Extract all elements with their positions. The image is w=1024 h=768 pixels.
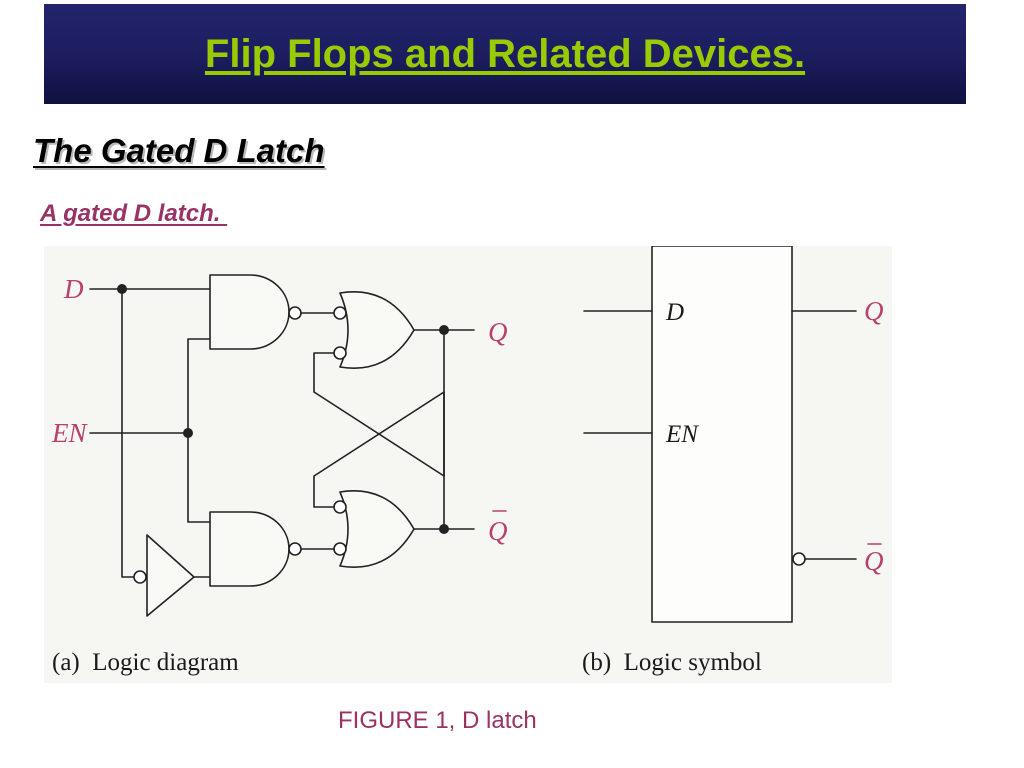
en-to-gates-wire bbox=[187, 338, 211, 523]
en-junction-dot bbox=[183, 428, 193, 438]
latch-symbol-box bbox=[651, 246, 793, 623]
lower-or-gate bbox=[339, 490, 415, 568]
qbar-feedback-wire bbox=[313, 391, 445, 530]
title-bar: Flip Flops and Related Devices. bbox=[44, 4, 966, 104]
lower-nand-bubble bbox=[288, 542, 302, 556]
lower-or-bubble-top bbox=[333, 500, 347, 514]
figure-panel: D EN Q Q D EN Q Q (a) Logic diagram (b) … bbox=[44, 246, 892, 683]
upper-nand-gate bbox=[209, 274, 290, 350]
input-d-label: D bbox=[63, 274, 84, 304]
output-q-label: Q bbox=[488, 317, 508, 347]
logic-diagram bbox=[89, 274, 475, 617]
logic-symbol bbox=[583, 246, 857, 623]
d-junction-dot bbox=[117, 284, 127, 294]
output-qbar-label: Q bbox=[488, 516, 508, 546]
symbol-q-label: Q bbox=[864, 296, 884, 326]
subcaption-logic-diagram: (a) Logic diagram bbox=[52, 649, 239, 676]
qbar-output-dot bbox=[439, 524, 449, 534]
d-to-inverter-wire bbox=[121, 288, 135, 578]
figure-description: A gated D latch. bbox=[40, 200, 228, 227]
upper-or-bubble-bottom bbox=[333, 346, 347, 360]
subcaption-logic-symbol: (b) Logic symbol bbox=[582, 649, 762, 676]
lower-nand-gate bbox=[209, 511, 290, 587]
slide-title: Flip Flops and Related Devices. bbox=[204, 31, 806, 76]
inverter-input-bubble bbox=[133, 570, 147, 584]
section-heading: The Gated D Latch bbox=[33, 132, 325, 169]
figure-caption: FIGURE 1, D latch bbox=[338, 707, 537, 734]
d-latch-figure: D EN Q Q D EN Q Q (a) Logic diagram (b) … bbox=[51, 246, 884, 676]
upper-nand-bubble bbox=[288, 306, 302, 320]
symbol-qbar-label: Q bbox=[864, 546, 884, 576]
symbol-qbar-bubble bbox=[792, 552, 806, 566]
lower-or-bubble-bottom bbox=[333, 542, 347, 556]
upper-or-gate bbox=[339, 291, 415, 369]
q-output-dot bbox=[439, 325, 449, 335]
symbol-pin-d-label: D bbox=[665, 299, 684, 326]
symbol-pin-en-label: EN bbox=[665, 421, 699, 448]
input-en-label: EN bbox=[51, 418, 88, 448]
upper-or-bubble-top bbox=[333, 306, 347, 320]
inverter-gate bbox=[146, 534, 195, 617]
